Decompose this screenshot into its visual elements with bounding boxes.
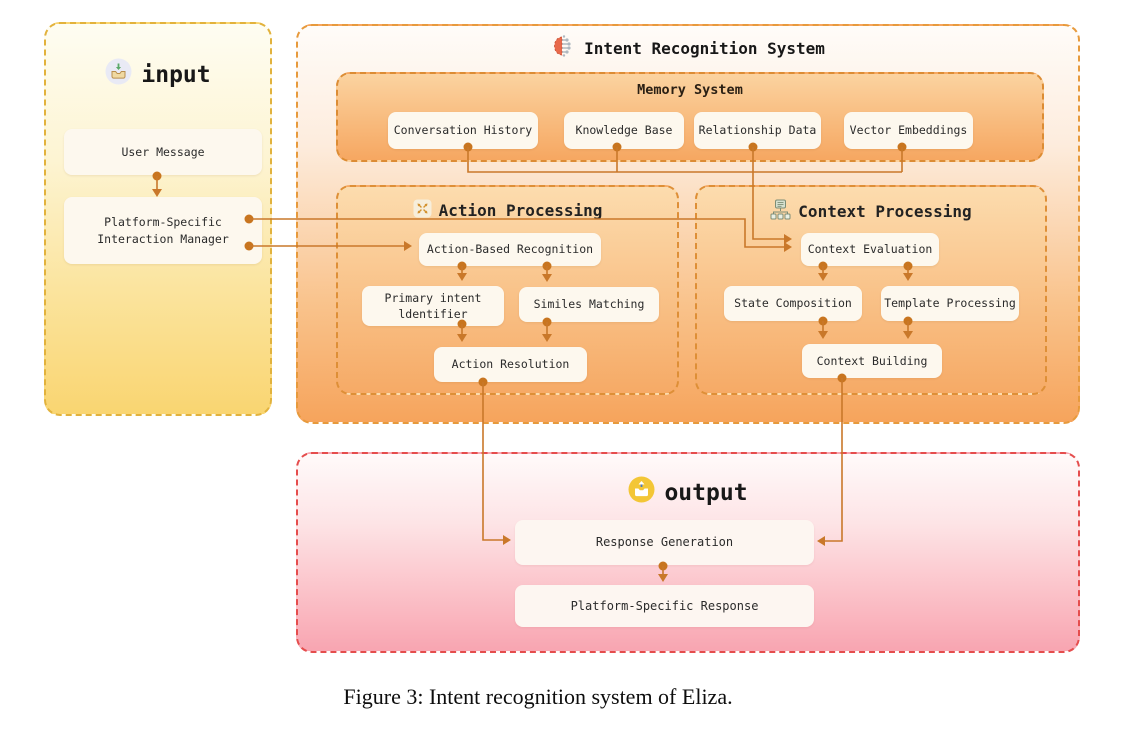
context-processing-title: Context Processing xyxy=(697,199,1045,224)
node-platform-interaction-manager: Platform-Specific Interaction Manager xyxy=(64,197,262,264)
node-template-processing: Template Processing xyxy=(881,286,1019,321)
sitemap-icon xyxy=(770,199,791,224)
input-panel: input User Message Platform-Specific Int… xyxy=(44,22,272,416)
node-user-message: User Message xyxy=(64,129,262,175)
figure-caption: Figure 3: Intent recognition system of E… xyxy=(343,684,733,709)
context-processing-box: Context Processing Context Evaluation St… xyxy=(695,185,1047,395)
node-response-generation: Response Generation xyxy=(515,520,814,565)
node-primary-intent-identifier: Primary intent ldentifier xyxy=(362,286,504,326)
node-context-building: Context Building xyxy=(802,344,942,378)
intent-panel-title-label: Intent Recognition System xyxy=(584,38,825,58)
intent-recognition-panel: Intent Recognition System Memory System … xyxy=(296,24,1080,424)
output-panel: output Response Generation Platform-Spec… xyxy=(296,452,1080,653)
context-processing-title-label: Context Processing xyxy=(798,202,972,221)
node-vector-embeddings: Vector Embeddings xyxy=(844,112,973,149)
node-action-based-recognition: Action-Based Recognition xyxy=(419,233,601,266)
inbox-tray-icon xyxy=(105,58,132,91)
node-similes-matching: Similes Matching xyxy=(519,287,659,322)
memory-system-title: Memory System xyxy=(338,82,1042,98)
output-panel-title-label: output xyxy=(664,479,748,506)
node-action-resolution: Action Resolution xyxy=(434,347,587,382)
input-panel-title-label: input xyxy=(141,61,211,88)
outbox-tray-icon xyxy=(628,476,655,509)
action-processing-box: Action Processing Action-Based Recogniti… xyxy=(336,185,679,395)
action-processing-title: Action Processing xyxy=(338,199,677,222)
action-processing-title-label: Action Processing xyxy=(438,201,603,220)
node-conversation-history: Conversation History xyxy=(388,112,538,149)
input-panel-title: input xyxy=(46,58,270,91)
memory-system-box: Memory System Conversation History Knowl… xyxy=(336,72,1044,162)
brain-circuit-icon xyxy=(551,34,575,62)
node-knowledge-base: Knowledge Base xyxy=(564,112,684,149)
crossed-arrows-icon xyxy=(413,199,432,222)
output-panel-title: output xyxy=(298,476,1078,509)
node-state-composition: State Composition xyxy=(724,286,862,321)
node-context-evaluation: Context Evaluation xyxy=(801,233,939,266)
memory-system-title-label: Memory System xyxy=(637,82,743,98)
node-platform-specific-response: Platform-Specific Response xyxy=(515,585,814,627)
intent-panel-title: Intent Recognition System xyxy=(298,34,1078,62)
node-relationship-data: Relationship Data xyxy=(694,112,821,149)
